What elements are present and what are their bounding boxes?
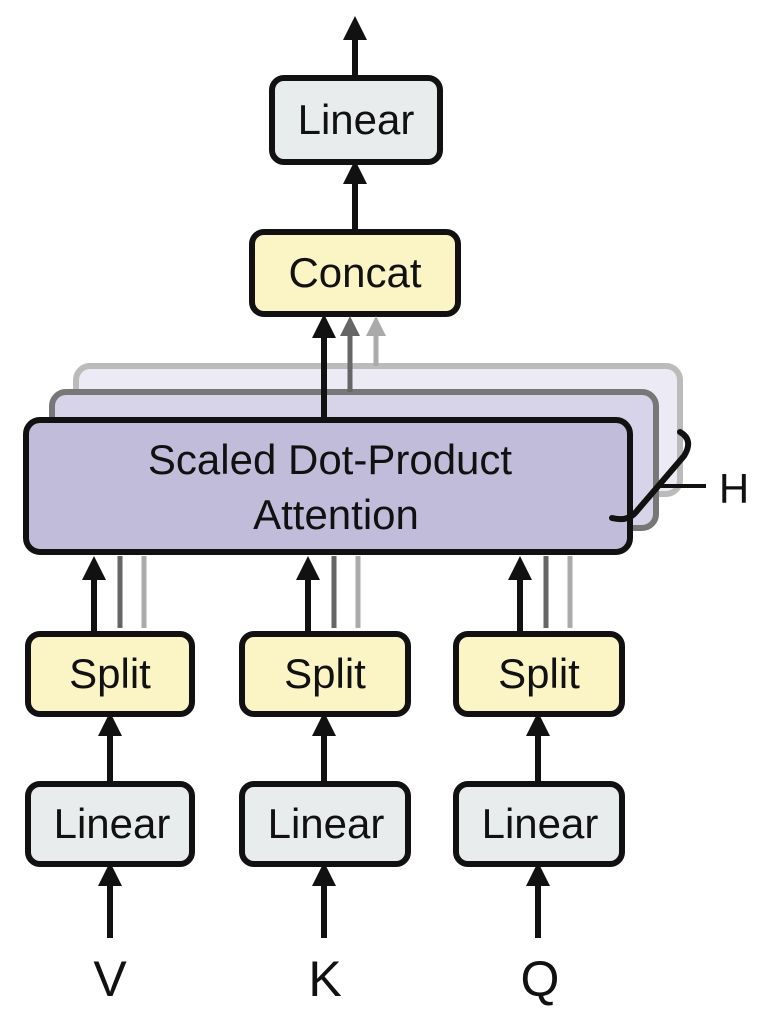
top-linear-label: Linear [298, 96, 415, 143]
v-linear-label: Linear [54, 800, 171, 847]
attention-label-line2: Attention [253, 491, 419, 538]
attention-box: Scaled Dot-Product Attention [23, 417, 633, 555]
attention-label-line1: Scaled Dot-Product [148, 436, 513, 483]
q-linear-box: Linear [453, 781, 625, 867]
k-input-label: K [308, 951, 341, 1007]
heads-label: H [719, 465, 749, 512]
k-linear-box: Linear [239, 781, 411, 867]
v-split-label: Split [69, 650, 151, 697]
concat-box: Concat [249, 229, 461, 317]
q-input-label: Q [521, 951, 560, 1007]
v-split-box: Split [25, 631, 195, 717]
k-split-box: Split [239, 631, 411, 717]
concat-label: Concat [288, 249, 421, 296]
top-linear-box: Linear [269, 75, 443, 165]
v-linear-box: Linear [25, 781, 195, 867]
q-split-box: Split [453, 631, 625, 717]
q-split-label: Split [498, 650, 580, 697]
v-input-label: V [93, 951, 127, 1007]
k-linear-label: Linear [268, 800, 385, 847]
q-linear-label: Linear [482, 800, 599, 847]
k-split-label: Split [284, 650, 366, 697]
